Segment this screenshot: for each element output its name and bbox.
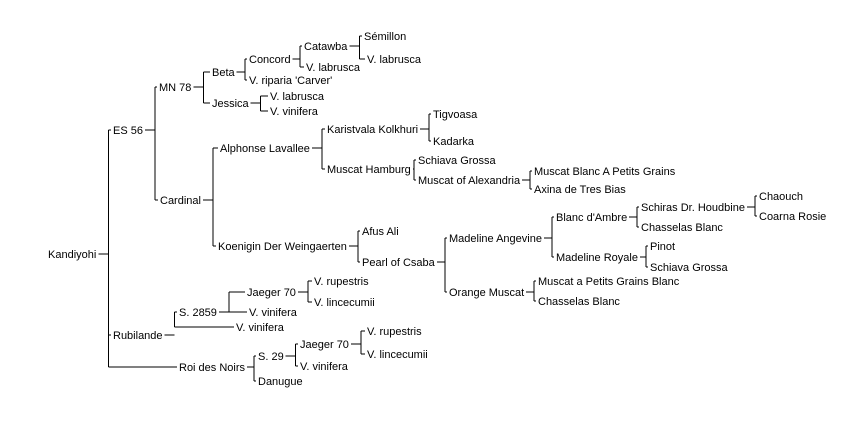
node-label-jaeger-70: Jaeger 70 — [247, 287, 296, 299]
node-label-roi-des-noirs: Roi des Noirs — [179, 362, 246, 374]
node-label-kadarka: Kadarka — [433, 136, 475, 148]
node-label-schiava-grossa: Schiava Grossa — [418, 155, 497, 167]
node-label-v-labrusca: V. labrusca — [306, 62, 361, 74]
node-label-v-vinifera: V. vinifera — [300, 361, 349, 373]
node-label-concord: Concord — [249, 54, 291, 66]
node-label-v-labrusca: V. labrusca — [270, 91, 325, 103]
node-label-s-millon: Sémillon — [364, 31, 406, 43]
node-label-schiras-dr-houdbine: Schiras Dr. Houdbine — [641, 202, 745, 214]
node-label-karistvala-kolkhuri: Karistvala Kolkhuri — [327, 124, 418, 136]
node-label-madeline-royale: Madeline Royale — [556, 252, 638, 264]
node-label-catawba: Catawba — [304, 41, 348, 53]
node-label-muscat-blanc-a-petits-grains: Muscat Blanc A Petits Grains — [534, 166, 676, 178]
node-label-v-vinifera: V. vinifera — [249, 307, 298, 319]
node-label-chaouch: Chaouch — [759, 191, 803, 203]
node-label-v-riparia-carver: V. riparia 'Carver' — [249, 75, 332, 87]
node-label-tigvoasa: Tigvoasa — [433, 109, 478, 121]
node-label-schiava-grossa: Schiava Grossa — [650, 262, 729, 274]
node-label-danugue: Danugue — [258, 376, 303, 388]
node-label-coarna-rosie: Coarna Rosie — [759, 211, 826, 223]
node-label-rubilande: Rubilande — [113, 330, 163, 342]
node-label-orange-muscat: Orange Muscat — [449, 287, 524, 299]
node-label-afus-ali: Afus Ali — [362, 226, 399, 238]
node-label-muscat-a-petits-grains-blanc: Muscat a Petits Grains Blanc — [538, 276, 680, 288]
node-label-v-rupestris: V. rupestris — [314, 276, 369, 288]
node-label-axina-de-tres-bias: Axina de Tres Bias — [534, 184, 626, 196]
node-label-pearl-of-csaba: Pearl of Csaba — [362, 257, 436, 269]
node-label-chasselas-blanc: Chasselas Blanc — [641, 222, 723, 234]
node-label-beta: Beta — [212, 67, 236, 79]
node-label-alphonse-lavallee: Alphonse Lavallee — [220, 143, 310, 155]
node-label-mn-78: MN 78 — [159, 82, 191, 94]
node-label-v-lincecumii: V. lincecumii — [314, 297, 375, 309]
node-label-es-56: ES 56 — [113, 125, 143, 137]
node-label-muscat-hamburg: Muscat Hamburg — [327, 164, 411, 176]
node-label-v-labrusca: V. labrusca — [367, 54, 422, 66]
node-label-koenigin-der-weingaerten: Koenigin Der Weingaerten — [218, 241, 347, 253]
node-label-jessica: Jessica — [212, 98, 250, 110]
node-label-blanc-d-ambre: Blanc d'Ambre — [556, 212, 627, 224]
node-label-v-rupestris: V. rupestris — [367, 326, 422, 338]
node-label-s-29: S. 29 — [258, 351, 284, 363]
node-label-madeline-angevine: Madeline Angevine — [449, 233, 542, 245]
node-label-chasselas-blanc: Chasselas Blanc — [538, 296, 620, 308]
node-label-v-lincecumii: V. lincecumii — [367, 349, 428, 361]
node-label-v-vinifera: V. vinifera — [270, 106, 319, 118]
node-label-v-vinifera: V. vinifera — [236, 322, 285, 334]
node-label-muscat-of-alexandria: Muscat of Alexandria — [418, 175, 521, 187]
node-label-jaeger-70: Jaeger 70 — [300, 339, 349, 351]
node-label-cardinal: Cardinal — [160, 195, 201, 207]
node-label-s-2859: S. 2859 — [179, 307, 217, 319]
node-label-pinot: Pinot — [650, 241, 675, 253]
node-label-kandiyohi: Kandiyohi — [48, 249, 96, 261]
